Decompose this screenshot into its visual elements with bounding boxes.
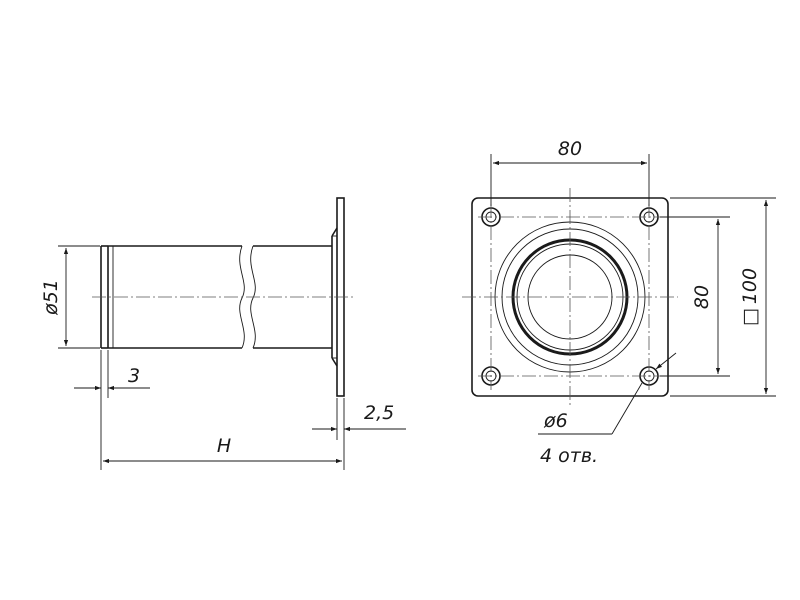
- svg-text:□100: □ 100: [739, 268, 761, 326]
- hole-spacing-top-dimension: 80: [490, 138, 650, 206]
- tube-body: [100, 245, 332, 349]
- hole-spacing-top-label: 80: [558, 138, 582, 160]
- hole-leader: ø6 4 отв.: [538, 352, 677, 467]
- break-lines: [239, 245, 256, 349]
- plate-size-dimension: □ 100: [670, 197, 776, 397]
- top-centerlines: [462, 188, 678, 406]
- square-symbol: □: [739, 308, 761, 326]
- plate-size-label: 100: [739, 268, 761, 304]
- height-dimension: H: [100, 398, 345, 470]
- side-view: ø51 3 2,5 H: [40, 197, 406, 470]
- wall-label: 3: [128, 365, 140, 387]
- flange-dimension: 2,5: [312, 398, 406, 440]
- hole-spacing-right-dimension: 80: [660, 216, 730, 377]
- height-label: H: [217, 435, 231, 457]
- wall-dimension: 3: [74, 350, 150, 398]
- diameter-label: ø51: [40, 279, 62, 316]
- flange-thickness-label: 2,5: [364, 402, 394, 424]
- top-view: 80 80 □ 100 ø6 4 отв.: [462, 138, 776, 467]
- diameter-dimension: ø51: [40, 245, 100, 349]
- hole-spacing-right-label: 80: [691, 285, 713, 309]
- hole-diameter-label: ø6: [543, 410, 568, 432]
- hole-count-label: 4 отв.: [540, 445, 598, 467]
